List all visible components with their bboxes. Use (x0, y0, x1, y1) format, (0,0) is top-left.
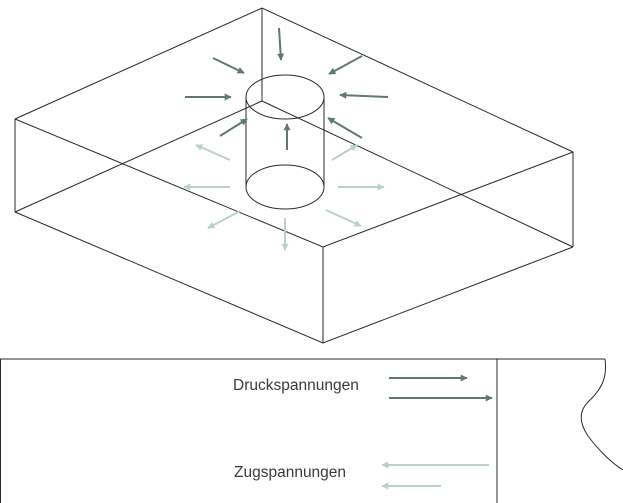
compression-arrow (327, 117, 363, 139)
compression-arrows (185, 27, 389, 150)
tension-arrow (331, 144, 358, 161)
legend-tension: Zugspannungen (234, 461, 489, 490)
cylinder-hole (245, 74, 325, 210)
cylinder-bottom-ellipse (245, 164, 325, 210)
cross-section-panel (0, 358, 623, 503)
block-hidden-bottom-right-edge (261, 100, 574, 248)
compression-arrow (277, 27, 285, 61)
tension-arrows (183, 144, 385, 251)
block-top-near-edges (14, 118, 574, 248)
block-top-far-edges (14, 7, 574, 153)
block-bottom-edges (14, 211, 574, 344)
cylinder-top-ellipse (245, 74, 325, 120)
compression-arrow (339, 91, 389, 99)
panel-outline (0, 358, 605, 503)
tension-arrow (207, 210, 241, 229)
panel-break-line (580, 358, 623, 471)
block (14, 7, 574, 344)
tension-label: Zugspannungen (234, 464, 346, 481)
compression-arrow (212, 57, 245, 74)
compression-arrow (219, 118, 248, 137)
tension-arrow (195, 144, 231, 161)
compression-label: Druckspannungen (233, 377, 359, 394)
tension-arrow (325, 209, 362, 227)
block-hidden-bottom-left-edge (14, 100, 263, 213)
compression-arrow (328, 55, 363, 75)
legend-compression: Druckspannungen (233, 374, 493, 402)
